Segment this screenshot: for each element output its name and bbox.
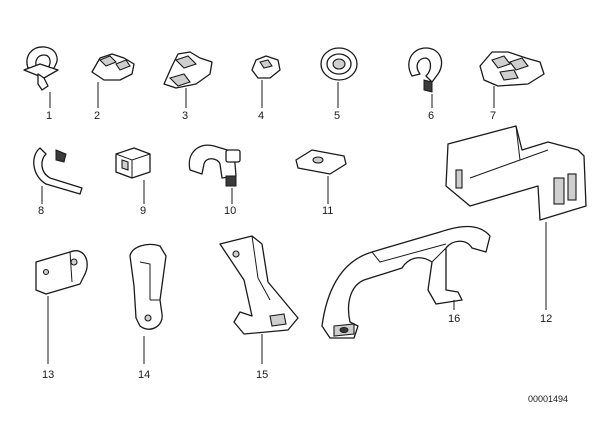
callout-12: 12	[540, 313, 552, 325]
callout-13: 13	[42, 369, 54, 381]
part-4-small-clip	[251, 55, 281, 108]
diagram-code: 00001494	[528, 394, 568, 404]
part-10-clamp-bolt	[188, 144, 241, 204]
part-11-flat-plate	[295, 149, 347, 204]
part-6-p-clip	[408, 47, 443, 108]
callout-10: 10	[224, 205, 236, 217]
callout-7: 7	[490, 110, 496, 122]
callout-14: 14	[138, 369, 150, 381]
callout-9: 9	[140, 205, 146, 217]
callout-6: 6	[428, 110, 434, 122]
part-1-cable-clip	[23, 46, 59, 108]
callout-1: 1	[46, 110, 52, 122]
part-5-grommet-ring	[320, 47, 358, 108]
part-13-l-bracket	[35, 250, 88, 364]
callout-16: 16	[448, 313, 460, 325]
callout-4: 4	[258, 110, 264, 122]
callout-3: 3	[182, 110, 188, 122]
part-2-double-clip	[91, 53, 135, 108]
part-9-cube-clip	[115, 147, 151, 204]
callout-8: 8	[38, 205, 44, 217]
part-8-cable-tie	[33, 147, 83, 204]
part-16-arched-bracket	[321, 225, 491, 339]
callout-15: 15	[256, 369, 268, 381]
part-15-angled-bracket	[219, 235, 299, 364]
callout-11: 11	[322, 205, 333, 217]
part-12-large-bracket	[445, 125, 587, 310]
part-7-multi-clip-rail	[479, 51, 545, 108]
part-14-tall-bracket	[129, 243, 167, 364]
callout-2: 2	[94, 110, 100, 122]
part-3-clip-holder	[163, 51, 213, 108]
callout-numbers: 1 2 3 4 5 6 7 8 9 10 11 12 13 14 15 16	[38, 110, 552, 381]
callout-5: 5	[334, 110, 340, 122]
